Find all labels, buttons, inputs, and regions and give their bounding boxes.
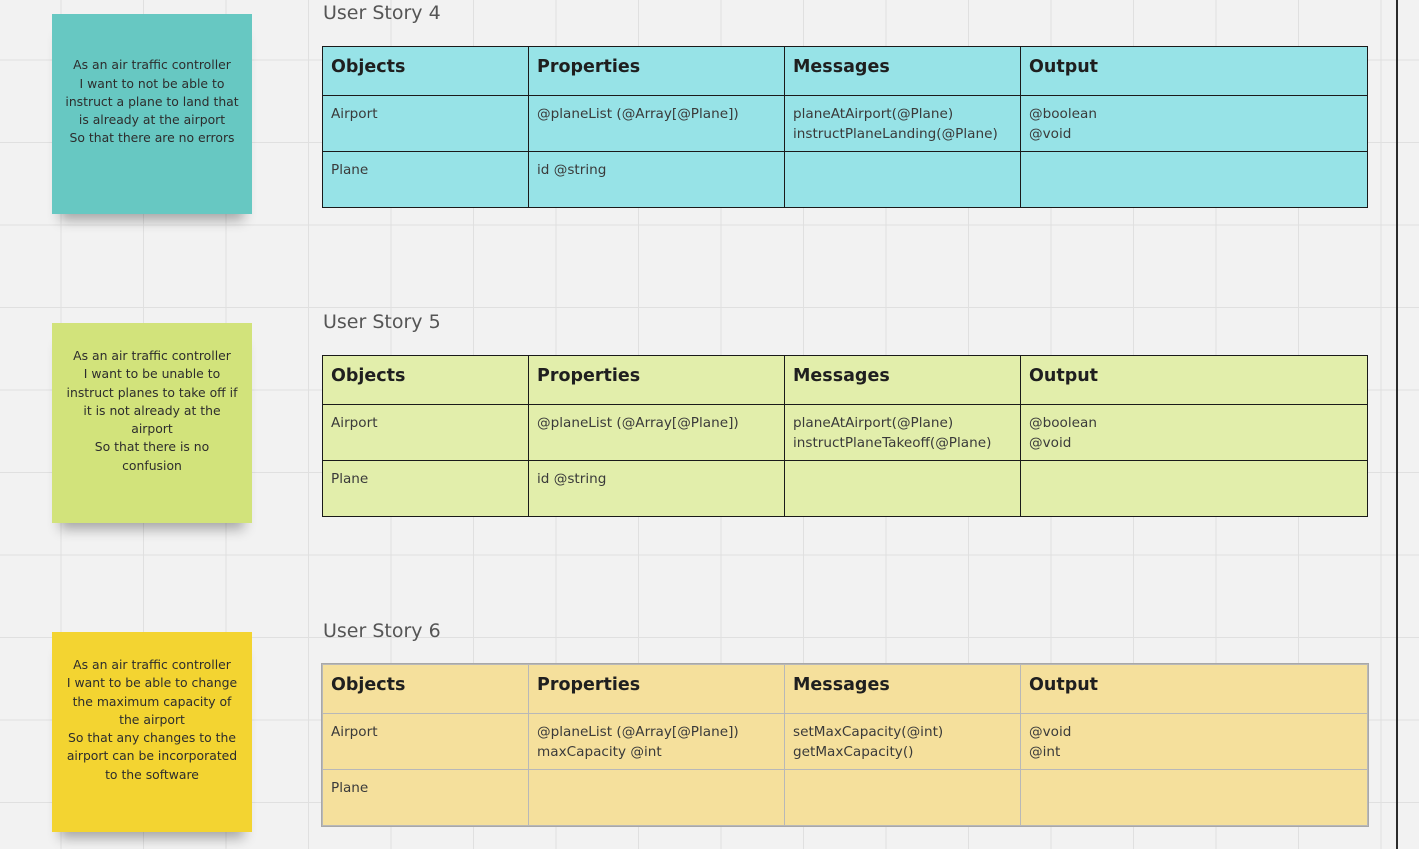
header-objects[interactable]: Objects [322, 46, 529, 96]
story-table-5[interactable]: Objects Properties Messages Output Airpo… [322, 355, 1368, 517]
cell-object[interactable]: Plane [322, 151, 529, 208]
header-output[interactable]: Output [1020, 664, 1368, 714]
cell-text: getMaxCapacity() [793, 744, 914, 760]
cell-object[interactable]: Plane [322, 460, 529, 517]
frame-border [1396, 0, 1398, 849]
cell-text: @boolean [1029, 415, 1097, 431]
table-header-row: Objects Properties Messages Output [322, 664, 1368, 714]
cell-messages[interactable]: setMaxCapacity(@int) getMaxCapacity() [784, 713, 1021, 770]
cell-properties[interactable]: id @string [528, 460, 785, 517]
sticky-line: confusion [122, 457, 182, 473]
cell-object[interactable]: Airport [322, 404, 529, 461]
table-header-row: Objects Properties Messages Output [322, 355, 1368, 405]
cell-text: @planeList (@Array[@Plane]) [537, 106, 739, 122]
cell-text: @void [1029, 435, 1072, 451]
sticky-line: So that there is no [94, 439, 210, 455]
cell-text: Airport [331, 106, 378, 122]
cell-object[interactable]: Plane [322, 769, 529, 826]
cell-messages[interactable]: planeAtAirport(@Plane) instructPlaneTake… [784, 404, 1021, 461]
header-objects[interactable]: Objects [322, 355, 529, 405]
cell-text: @planeList (@Array[@Plane]) [537, 724, 739, 740]
table-row: Plane [322, 769, 1368, 826]
cell-properties[interactable]: @planeList (@Array[@Plane]) [528, 95, 785, 152]
cell-text: Airport [331, 724, 378, 740]
cell-text: maxCapacity @int [537, 744, 662, 760]
sticky-note-story-5[interactable]: As an air traffic controller I want to b… [52, 323, 252, 523]
sticky-line: instruct planes to take off if [66, 384, 238, 400]
cell-text: instructPlaneTakeoff(@Plane) [793, 435, 992, 451]
table-row: Airport @planeList (@Array[@Plane]) plan… [322, 404, 1368, 461]
sticky-line: the maximum capacity of [72, 693, 232, 709]
cell-output[interactable]: @boolean @void [1020, 404, 1368, 461]
cell-output[interactable] [1020, 151, 1368, 208]
header-properties[interactable]: Properties [528, 664, 785, 714]
sticky-line: airport [131, 421, 173, 437]
cell-text: @void [1029, 724, 1072, 740]
header-messages[interactable]: Messages [784, 46, 1021, 96]
table-row: Plane id @string [322, 460, 1368, 517]
cell-text: Plane [331, 162, 369, 178]
header-properties[interactable]: Properties [528, 46, 785, 96]
story-table-6[interactable]: Objects Properties Messages Output Airpo… [321, 663, 1369, 827]
table-row: Airport @planeList (@Array[@Plane]) plan… [322, 95, 1368, 152]
sticky-line: As an air traffic controller [73, 657, 231, 673]
cell-text: Plane [331, 780, 369, 796]
cell-text: @void [1029, 126, 1072, 142]
cell-text: planeAtAirport(@Plane) [793, 415, 954, 431]
cell-messages[interactable] [784, 460, 1021, 517]
cell-object[interactable]: Airport [322, 95, 529, 152]
story-title-5[interactable]: User Story 5 [323, 311, 441, 333]
story-title-4[interactable]: User Story 4 [323, 2, 441, 24]
cell-output[interactable] [1020, 460, 1368, 517]
sticky-line: As an air traffic controller [73, 57, 231, 73]
cell-properties[interactable]: id @string [528, 151, 785, 208]
cell-text: @planeList (@Array[@Plane]) [537, 415, 739, 431]
story-title-6[interactable]: User Story 6 [323, 620, 441, 642]
cell-text: id @string [537, 471, 607, 487]
sticky-line: I want to be able to change [66, 675, 238, 691]
sticky-line: I want to be unable to [83, 366, 221, 382]
sticky-line: to the software [105, 766, 199, 782]
cell-text: Airport [331, 415, 378, 431]
sticky-line: instruct a plane to land that [65, 93, 239, 109]
sticky-note-story-6[interactable]: As an air traffic controller I want to b… [52, 632, 252, 832]
cell-text: instructPlaneLanding(@Plane) [793, 126, 998, 142]
sticky-line: it is not already at the [83, 402, 221, 418]
cell-messages[interactable] [784, 151, 1021, 208]
sticky-line: the airport [119, 711, 185, 727]
cell-properties[interactable] [528, 769, 785, 826]
sticky-line: As an air traffic controller [73, 348, 231, 364]
sticky-line: is already at the airport [78, 112, 226, 128]
sticky-line: airport can be incorporated [66, 748, 238, 764]
header-output[interactable]: Output [1020, 46, 1368, 96]
header-messages[interactable]: Messages [784, 664, 1021, 714]
cell-output[interactable] [1020, 769, 1368, 826]
cell-object[interactable]: Airport [322, 713, 529, 770]
cell-text: @int [1029, 744, 1061, 760]
cell-messages[interactable]: planeAtAirport(@Plane) instructPlaneLand… [784, 95, 1021, 152]
cell-text: id @string [537, 162, 607, 178]
cell-properties[interactable]: @planeList (@Array[@Plane]) [528, 404, 785, 461]
sticky-line: So that any changes to the [68, 730, 236, 746]
header-output[interactable]: Output [1020, 355, 1368, 405]
sticky-line: I want to not be able to [79, 75, 225, 91]
story-table-4[interactable]: Objects Properties Messages Output Airpo… [322, 46, 1368, 208]
cell-properties[interactable]: @planeList (@Array[@Plane]) maxCapacity … [528, 713, 785, 770]
cell-output[interactable]: @void @int [1020, 713, 1368, 770]
table-row: Plane id @string [322, 151, 1368, 208]
cell-output[interactable]: @boolean @void [1020, 95, 1368, 152]
header-properties[interactable]: Properties [528, 355, 785, 405]
cell-text: setMaxCapacity(@int) [793, 724, 944, 740]
table-header-row: Objects Properties Messages Output [322, 46, 1368, 96]
sticky-line: So that there are no errors [69, 130, 235, 146]
cell-messages[interactable] [784, 769, 1021, 826]
header-messages[interactable]: Messages [784, 355, 1021, 405]
table-row: Airport @planeList (@Array[@Plane]) maxC… [322, 713, 1368, 770]
header-objects[interactable]: Objects [322, 664, 529, 714]
cell-text: @boolean [1029, 106, 1097, 122]
cell-text: Plane [331, 471, 369, 487]
cell-text: planeAtAirport(@Plane) [793, 106, 954, 122]
sticky-note-story-4[interactable]: As an air traffic controller I want to n… [52, 14, 252, 214]
